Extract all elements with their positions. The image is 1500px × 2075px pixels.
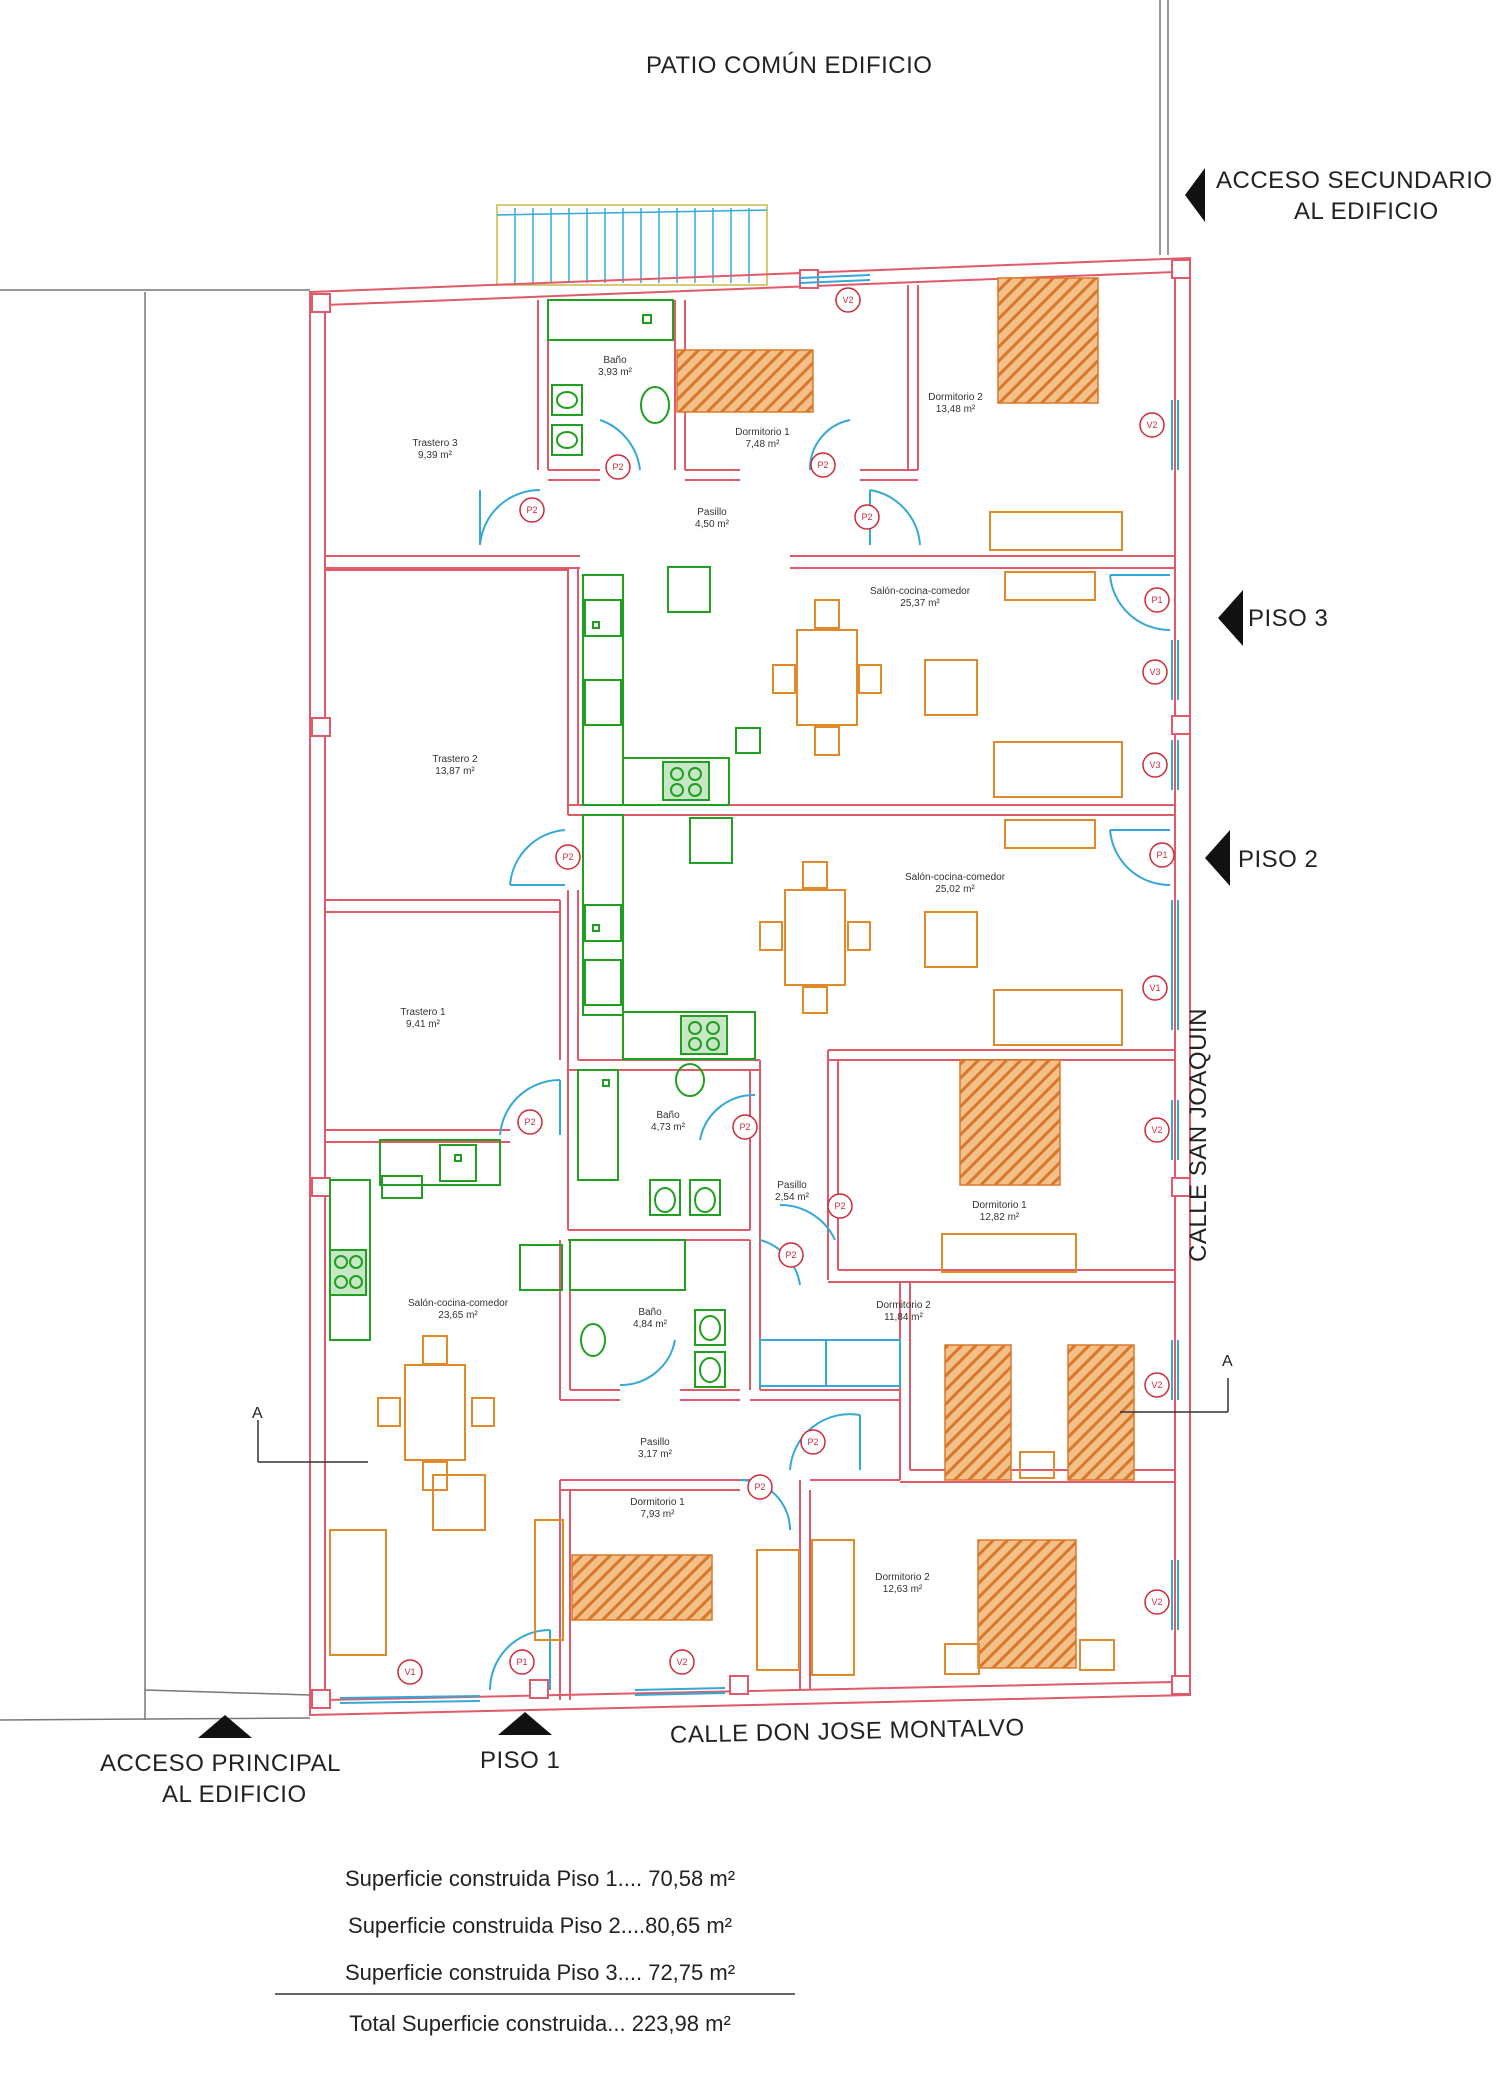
tag-v2: V2 [676,1657,687,1667]
opening-tags [397,287,1175,1685]
piso2-label: PISO 2 [1238,846,1319,873]
external-stairs [496,204,768,286]
direction-arrows [198,168,1243,1738]
tag-p1: P1 [1156,850,1167,860]
section-line [257,1378,1229,1463]
summary-piso2: Superficie construida Piso 2....80,65 m² [348,1913,732,1938]
summary-piso3: Superficie construida Piso 3.... 72,75 m… [344,1960,736,1985]
tag-v2: V2 [1151,1597,1162,1607]
tag-p2: P2 [785,1250,796,1260]
street-san-joaquin: CALLE SAN JOAQUIN [1185,1008,1212,1262]
main-access-label-2: AL EDIFICIO [162,1781,307,1808]
tag-p2: P2 [612,462,623,472]
tag-v1: V1 [404,1667,415,1677]
walls [309,256,1191,1717]
tag-p2: P2 [817,460,828,470]
windows [339,274,1179,1704]
tag-p2: P2 [807,1437,818,1447]
tag-v2: V2 [1151,1380,1162,1390]
main-access-label-1: ACCESO PRINCIPAL [100,1750,341,1777]
summary-total: Total Superficie construida... 223,98 m² [349,2011,731,2036]
section-a-left: A [252,1405,263,1422]
tag-v3: V3 [1149,760,1160,770]
tag-v2: V2 [1146,420,1157,430]
furniture [329,511,1123,1676]
opening-tag-labels: V2 P2 P2 P2 P2 V2 P1 V3 V3 P2 P1 V1 P2 P… [404,295,1167,1677]
tag-p2: P2 [526,505,537,515]
tag-p2: P2 [739,1122,750,1132]
tag-p2: P2 [834,1201,845,1211]
summary-divider [275,1993,795,1995]
tag-p2: P2 [861,512,872,522]
door-swings [479,419,1171,1691]
tag-v3: V3 [1149,667,1160,677]
site-boundary [0,0,1169,1721]
patio-label: PATIO COMÚN EDIFICIO [646,52,933,79]
sanitary-kitchen [329,299,761,1388]
piso3-label: PISO 3 [1248,605,1329,632]
beds [571,277,1135,1669]
secondary-access-label-1: ACCESO SECUNDARIO [1216,167,1493,194]
columns [311,259,1191,1709]
piso1-label: PISO 1 [480,1747,561,1774]
tag-p2: P2 [754,1482,765,1492]
tag-p2: P2 [524,1117,535,1127]
summary-piso1: Superficie construida Piso 1.... 70,58 m… [344,1866,736,1891]
tag-v1: V1 [1149,983,1160,993]
tag-p1: P1 [1151,595,1162,605]
tag-v2: V2 [1151,1125,1162,1135]
tag-p2: P2 [562,852,573,862]
secondary-access-label-2: AL EDIFICIO [1294,198,1439,225]
section-a-right: A [1222,1353,1233,1370]
tag-p1: P1 [516,1657,527,1667]
tag-v2: V2 [842,295,853,305]
